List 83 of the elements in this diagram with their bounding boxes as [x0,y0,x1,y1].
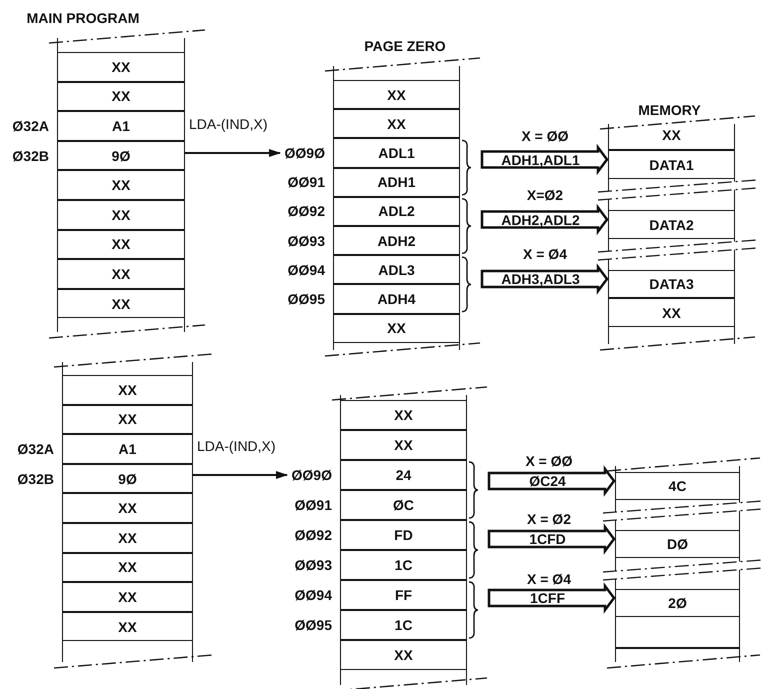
address-label: ØØ91 [294,496,333,515]
address-label: ØØ91 [286,173,326,192]
memory-cell: 24 [340,460,467,490]
memory-cell: 9Ø [62,464,193,494]
index-label: X = ØØ [520,128,570,144]
memory-cell: DØ [615,530,740,558]
address-label: Ø32B [11,146,50,166]
memory-cell: XX [608,127,735,150]
edge-label: ADH1,ADL1 [500,154,581,166]
memory-cell: 4C [615,472,740,500]
memory-cell: XX [57,82,185,112]
block-arrow [480,204,609,236]
memory-cell: 9Ø [57,140,185,170]
memory-cell: XX [57,170,185,200]
address-label: ØØ93 [286,232,326,251]
memory-cell: ADL1 [333,138,460,168]
memory-cell: DATA2 [608,210,735,239]
arrow [185,149,281,157]
address-label: ØØ94 [286,260,326,280]
memory-cell: FD [340,520,467,550]
index-label: X=Ø2 [526,187,564,203]
memory-cell: XX [62,552,193,582]
address-label: ØØ93 [294,556,333,575]
block-arrow [488,465,616,497]
memory-cell: 1C [340,610,467,640]
memory-cell: XX [57,200,185,230]
index-label: X = Ø4 [522,246,568,262]
index-label: X = Ø2 [526,511,572,527]
column-heading: MEMORY [637,101,702,120]
memory-cell: XX [57,230,185,260]
address-label: Ø32A [16,440,55,459]
block-arrow [488,582,616,614]
memory-cell: XX [333,314,460,343]
edge-label: 1CFD [528,533,567,545]
address-label: ØØ9Ø [284,144,326,163]
memory-cell: XX [57,259,185,289]
edge-label: ØC24 [528,475,567,487]
index-label: X = ØØ [524,453,574,469]
memory-cell: XX [57,52,185,82]
block-arrow [480,144,609,176]
memory-cell: A1 [62,434,193,464]
arrow [193,471,288,479]
address-label: Ø32A [11,116,50,136]
memory-cell: XX [62,523,193,553]
block-arrow [488,523,616,555]
memory-cell: XX [340,430,467,460]
edge-label: 1CFF [529,592,566,604]
memory-cell: XX [333,80,460,110]
memory-cell: ADH1 [333,168,460,197]
block-arrow [480,263,609,295]
memory-cell: A1 [57,111,185,141]
index-label: X = Ø4 [526,571,572,587]
address-label: ØØ95 [286,290,326,309]
address-label: Ø32B [16,470,55,489]
memory-cell: XX [340,400,467,430]
memory-cell: XX [333,109,460,138]
column-heading: PAGE ZERO [363,37,447,56]
memory-cell: XX [62,582,193,612]
edge-label: ADH2,ADL2 [500,214,581,226]
memory-cell: FF [340,580,467,610]
memory-cell: XX [340,640,467,670]
address-label: ØØ92 [286,202,326,222]
memory-cell: 1C [340,550,467,580]
memory-cell: DATA1 [608,150,735,179]
memory-cell: XX [62,493,193,523]
memory-cell: XX [57,288,185,318]
memory-cell: XX [62,375,193,405]
memory-cell: 2Ø [615,589,740,617]
memory-cell: DATA3 [608,270,735,298]
memory-cell: XX [62,612,193,642]
address-label: ØØ94 [294,586,333,605]
memory-cell: ADH2 [333,226,460,256]
address-label: ØØ92 [294,526,333,545]
memory-cell: ADH4 [333,284,460,314]
memory-cell: XX [608,298,735,327]
address-label: ØØ95 [294,616,333,635]
memory-cell: ADL2 [333,196,460,226]
edge-label: ADH3,ADL3 [500,273,581,285]
memory-cell: ØC [340,490,467,520]
column-heading: MAIN PROGRAM [26,9,140,28]
address-label: ØØ9Ø [290,466,333,485]
memory-cell: ADL3 [333,255,460,284]
memory-cell: XX [62,404,193,434]
